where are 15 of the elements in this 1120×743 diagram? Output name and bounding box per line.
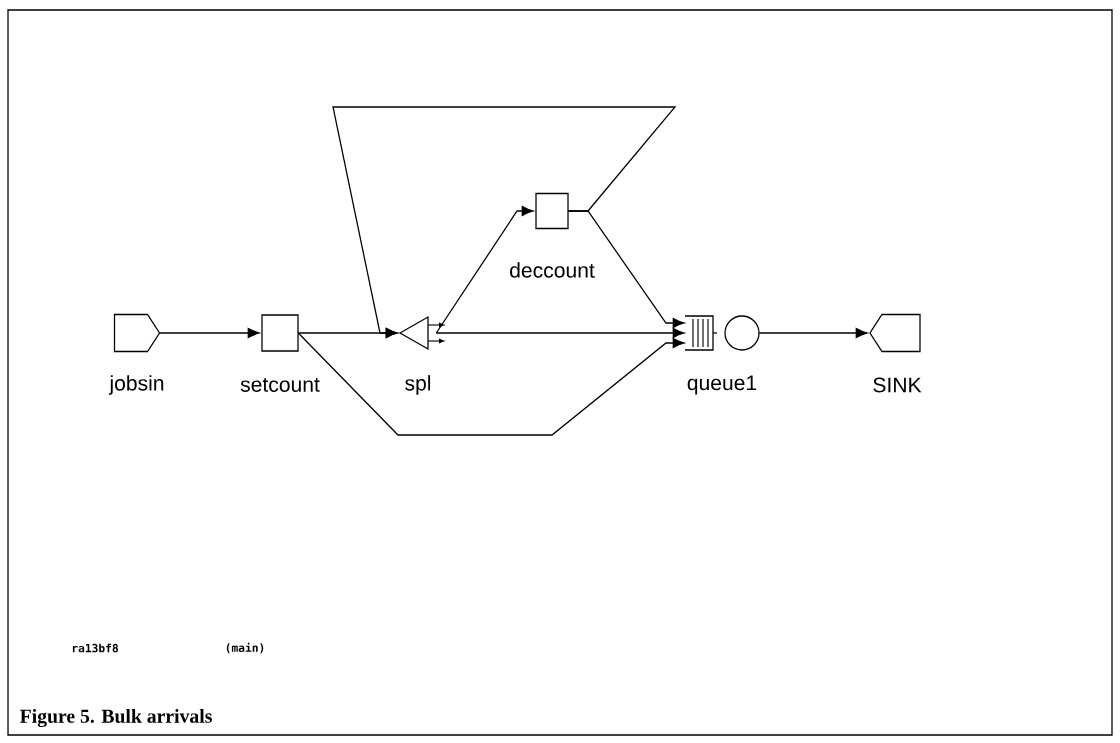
arrow <box>159 327 260 339</box>
node-label: setcount <box>240 378 320 392</box>
node-label: jobsin <box>108 375 164 395</box>
arrow <box>758 327 868 339</box>
arrow <box>332 106 677 339</box>
arrow <box>435 205 534 334</box>
node-label: spl <box>405 375 431 395</box>
arrow <box>435 327 685 339</box>
node-label: queue1 <box>687 375 757 395</box>
node-label: SINK <box>873 377 922 393</box>
arrow <box>297 332 685 436</box>
caption: Figure 5. Bulk arrivals <box>20 709 212 727</box>
node-label: deccount <box>510 262 595 278</box>
status-text: ra13bf8 <box>72 643 118 653</box>
status-text: (main) <box>226 642 264 654</box>
